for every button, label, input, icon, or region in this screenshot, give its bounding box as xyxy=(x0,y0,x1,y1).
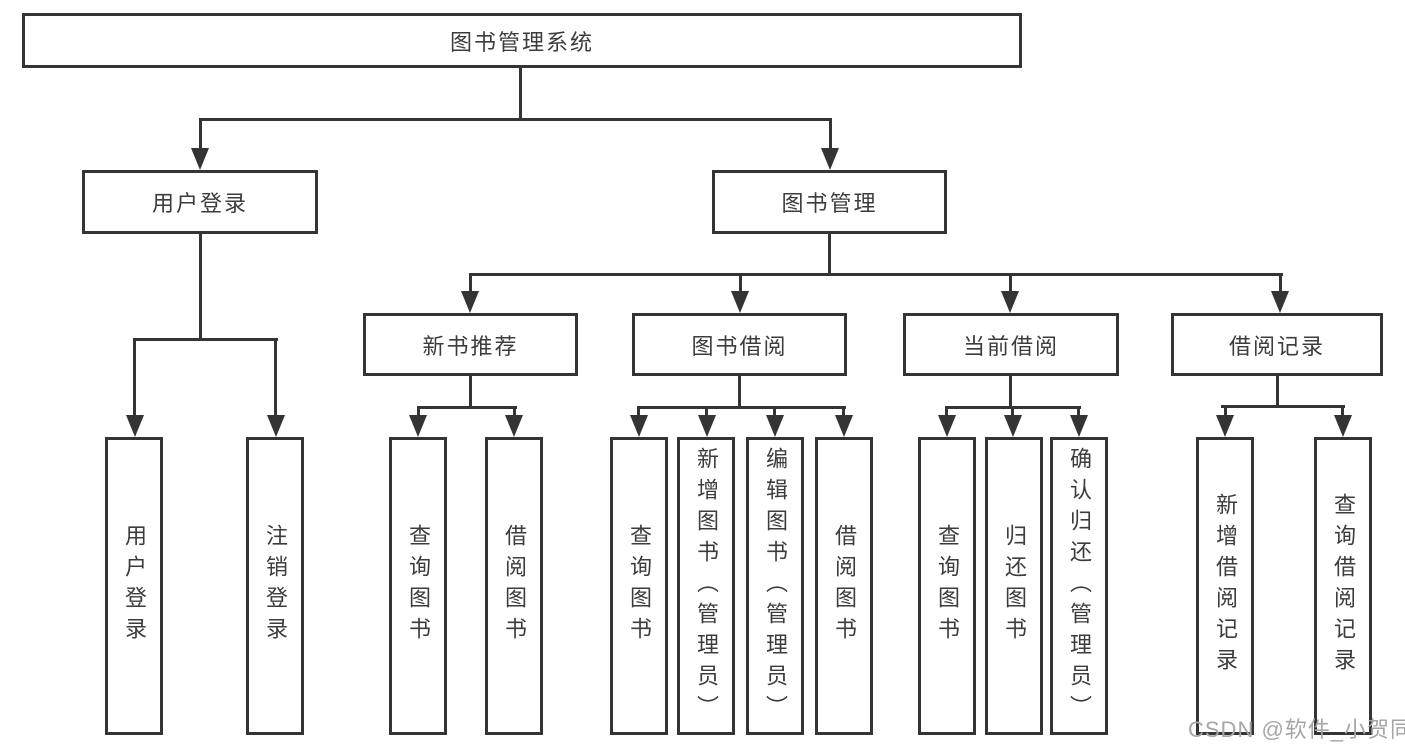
leaf-label: 编辑图书（管理员） xyxy=(763,446,788,726)
leaf-borrow-books-recommend: 借阅图书 xyxy=(485,437,543,735)
connector-line xyxy=(1077,409,1080,417)
node-user-login: 用户登录 xyxy=(82,170,318,234)
leaf-label: 借阅图书 xyxy=(502,524,527,648)
leaf-label: 注销登录 xyxy=(263,524,288,648)
connector-line xyxy=(945,406,1081,409)
connector-line xyxy=(519,68,522,118)
connector-line xyxy=(199,121,202,150)
connector-line xyxy=(1009,276,1012,292)
node-current-borrowing: 当前借阅 xyxy=(903,313,1119,376)
node-label: 用户登录 xyxy=(151,191,248,216)
arrowhead-icon xyxy=(766,415,784,437)
leaf-user-login: 用户登录 xyxy=(105,437,163,735)
connector-line xyxy=(842,409,845,417)
connector-line xyxy=(199,118,832,121)
connector-line xyxy=(1011,409,1014,417)
connector-line xyxy=(417,409,420,417)
leaf-label: 查询图书 xyxy=(935,524,960,648)
connector-line xyxy=(513,409,516,417)
node-library-system: 图书管理系统 xyxy=(22,13,1022,68)
connector-line xyxy=(1009,376,1012,408)
connector-line xyxy=(738,376,741,408)
node-label: 借阅记录 xyxy=(1228,333,1325,359)
leaf-label: 查询图书 xyxy=(627,524,652,648)
connector-line xyxy=(1224,408,1227,417)
leaf-query-borrow-record: 查询借阅记录 xyxy=(1314,437,1372,735)
arrowhead-icon xyxy=(1271,291,1289,313)
watermark: CSDN @软件_小贺同学 xyxy=(1188,717,1405,742)
connector-line xyxy=(1276,376,1279,407)
leaf-logout: 注销登录 xyxy=(246,437,304,735)
arrowhead-icon xyxy=(409,415,427,437)
connector-line xyxy=(637,409,640,417)
arrowhead-icon xyxy=(698,415,716,437)
arrowhead-icon xyxy=(505,415,523,437)
leaf-add-borrow-record: 新增借阅记录 xyxy=(1196,437,1254,735)
connector-line xyxy=(828,234,831,275)
connector-line xyxy=(469,276,472,292)
leaf-label: 查询借阅记录 xyxy=(1331,493,1356,679)
connector-line xyxy=(1341,408,1344,417)
connector-line xyxy=(469,376,472,408)
leaf-label: 新增借阅记录 xyxy=(1213,493,1238,679)
leaf-label: 确认归还（管理员） xyxy=(1067,446,1092,726)
arrowhead-icon xyxy=(1004,415,1022,437)
arrowhead-icon xyxy=(835,415,853,437)
leaf-label: 用户登录 xyxy=(122,524,147,648)
arrowhead-icon xyxy=(630,415,648,437)
connector-line xyxy=(417,406,517,409)
connector-line xyxy=(739,276,742,292)
connector-line xyxy=(469,273,1283,276)
node-new-book-recommendation: 新书推荐 xyxy=(363,313,578,376)
leaf-confirm-return-admin: 确认归还（管理员） xyxy=(1050,437,1108,735)
arrowhead-icon xyxy=(126,415,144,437)
connector-line xyxy=(773,409,776,417)
node-label: 图书管理 xyxy=(781,191,878,216)
leaf-label: 查询图书 xyxy=(406,524,431,648)
arrowhead-icon xyxy=(938,415,956,437)
leaf-query-books-borrowing: 查询图书 xyxy=(610,437,668,735)
connector-line xyxy=(637,406,846,409)
arrowhead-icon xyxy=(1334,415,1352,437)
leaf-borrow-books-borrowing: 借阅图书 xyxy=(815,437,873,735)
node-book-management: 图书管理 xyxy=(712,170,947,234)
node-book-borrowing: 图书借阅 xyxy=(632,313,847,376)
connector-line xyxy=(1221,405,1345,408)
leaf-query-books-current: 查询图书 xyxy=(918,437,976,735)
connector-line xyxy=(829,121,832,150)
arrowhead-icon xyxy=(1001,291,1019,313)
connector-line xyxy=(133,341,136,415)
arrowhead-icon xyxy=(461,291,479,313)
node-label: 新书推荐 xyxy=(422,333,519,359)
leaf-query-books-recommend: 查询图书 xyxy=(389,437,447,735)
leaf-label: 新增图书（管理员） xyxy=(694,446,719,726)
arrowhead-icon xyxy=(191,148,209,170)
arrowhead-icon xyxy=(1070,415,1088,437)
connector-line xyxy=(274,341,277,415)
node-label: 图书管理系统 xyxy=(449,29,594,55)
connector-line xyxy=(1279,276,1282,292)
node-label: 图书借阅 xyxy=(691,333,788,359)
leaf-return-books: 归还图书 xyxy=(985,437,1043,735)
leaf-label: 借阅图书 xyxy=(832,524,857,648)
leaf-label: 归还图书 xyxy=(1002,524,1027,648)
arrowhead-icon xyxy=(821,148,839,170)
leaf-add-books-admin: 新增图书（管理员） xyxy=(677,437,735,735)
leaf-edit-books-admin: 编辑图书（管理员） xyxy=(746,437,804,735)
arrowhead-icon xyxy=(731,291,749,313)
connector-line xyxy=(705,409,708,417)
node-label: 当前借阅 xyxy=(962,333,1059,359)
connector-line xyxy=(199,234,202,338)
arrowhead-icon xyxy=(267,415,285,437)
node-borrowing-records: 借阅记录 xyxy=(1171,313,1383,376)
arrowhead-icon xyxy=(1216,415,1234,437)
connector-line xyxy=(133,338,278,341)
connector-line xyxy=(945,409,948,417)
